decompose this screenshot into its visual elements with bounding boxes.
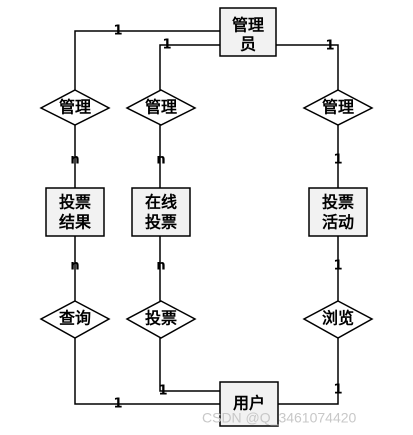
entity-vote-activity-label-line1: 投票 (322, 193, 354, 212)
cardinality-admin-online: 1 (162, 38, 171, 53)
entity-admin: 管理 员 (219, 7, 277, 57)
entity-user: 用户 (219, 381, 279, 427)
relation-manage-activity: 管理 (302, 89, 374, 126)
relation-manage-result-label: 管理 (59, 98, 91, 117)
edge-vote-user (159, 338, 220, 392)
entity-user-label: 用户 (233, 394, 265, 413)
edges (74, 30, 339, 405)
cardinality-user-browse: 1 (333, 383, 342, 398)
entity-admin-box (219, 7, 277, 57)
relation-query-label: 查询 (59, 309, 91, 328)
entity-vote-activity: 投票 活动 (308, 187, 368, 237)
relation-browse: 浏览 (302, 300, 374, 339)
cardinality-admin-activity: 1 (325, 39, 334, 54)
entity-vote-activity-box (308, 187, 368, 237)
cardinality-user-query: 1 (113, 397, 122, 412)
cardinality-admin-result: 1 (113, 24, 122, 39)
edge-admin-manage-online (159, 44, 220, 90)
cardinality-activity-browse-1: 1 (333, 259, 342, 274)
relation-vote-diamond (125, 300, 197, 339)
entity-vote-result-box (45, 187, 105, 237)
entity-user-box (219, 381, 279, 427)
relation-manage-result-diamond (39, 89, 111, 126)
entity-online-vote-label-line2: 投票 (145, 213, 177, 232)
relation-manage-online-diamond (125, 89, 197, 126)
relation-query-diamond (39, 300, 111, 339)
entity-admin-label-line2: 员 (240, 35, 256, 54)
watermark: CSDN @Q_3461074420 (202, 410, 357, 426)
relation-query: 查询 (39, 300, 111, 339)
cardinality-manage-online-n: n (156, 153, 165, 168)
edge-admin-manage-activity (276, 44, 339, 90)
entity-online-vote-box (131, 187, 191, 237)
relation-manage-activity-label: 管理 (322, 98, 354, 117)
cardinality-online-vote-n: n (156, 259, 165, 274)
entity-admin-label-line1: 管理 (232, 16, 264, 35)
edge-admin-manage-result (74, 30, 220, 90)
relation-manage-online: 管理 (125, 89, 197, 126)
cardinality-user-vote: 1 (158, 384, 167, 399)
relation-manage-result: 管理 (39, 89, 111, 126)
cardinality-labels: 1 1 1 n n 1 n n 1 1 1 1 (70, 24, 342, 412)
entity-vote-result: 投票 结果 (45, 187, 105, 237)
relation-vote-label: 投票 (145, 309, 177, 328)
cardinality-manage-activity-1: 1 (333, 153, 342, 168)
entity-online-vote-label-line1: 在线 (145, 193, 177, 212)
entity-online-vote: 在线 投票 (131, 187, 191, 237)
cardinality-manage-result-n: n (70, 153, 79, 168)
entity-vote-result-label-line1: 投票 (59, 193, 91, 212)
relation-browse-diamond (302, 300, 374, 339)
cardinality-result-query-n: n (70, 259, 79, 274)
relation-manage-activity-diamond (302, 89, 374, 126)
edge-browse-user (278, 338, 339, 405)
relation-manage-online-label: 管理 (145, 98, 177, 117)
relation-vote: 投票 (125, 300, 197, 339)
entity-vote-result-label-line2: 结果 (58, 213, 91, 232)
entity-vote-activity-label-line2: 活动 (322, 213, 354, 232)
edge-query-user (74, 338, 220, 405)
relation-browse-label: 浏览 (322, 309, 354, 328)
